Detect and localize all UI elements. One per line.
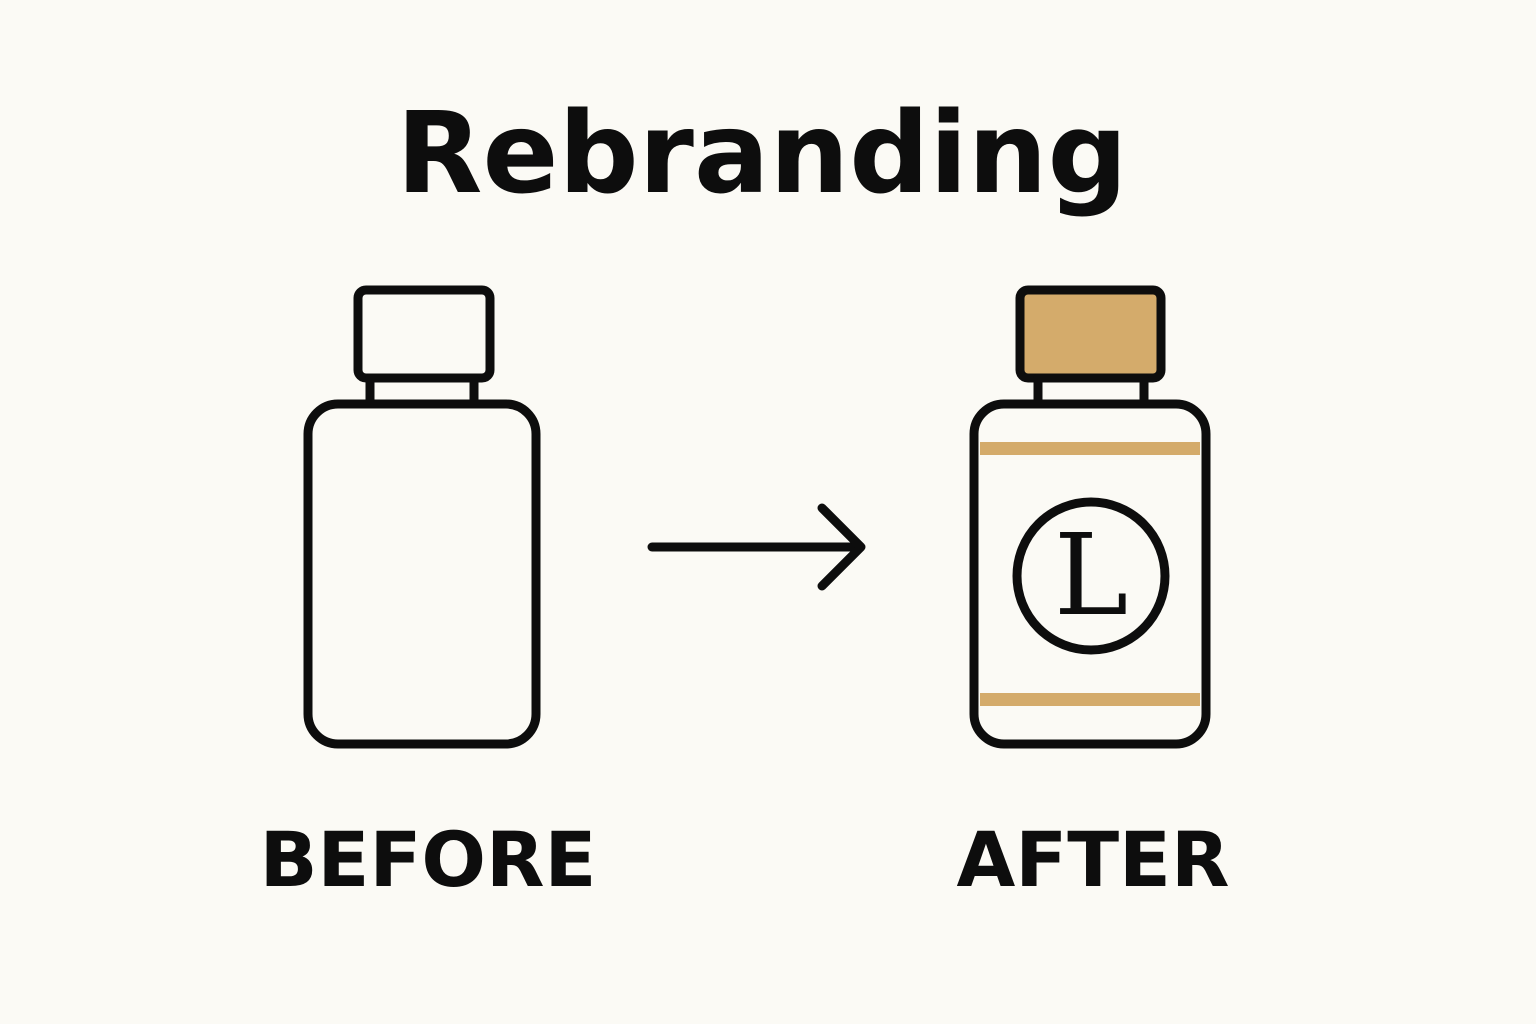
title: Rebranding	[396, 89, 1127, 219]
bottle-branded-icon: L	[969, 285, 1211, 749]
logo-circle-icon: L	[1012, 497, 1170, 655]
after-label: AFTER	[956, 815, 1229, 904]
label-stripe-top	[980, 442, 1200, 455]
logo-letter: L	[1054, 511, 1128, 641]
label-stripe-bottom	[980, 693, 1200, 706]
before-label: BEFORE	[260, 815, 597, 904]
bottle-plain-icon	[303, 285, 541, 749]
arrow-right-icon	[647, 503, 866, 591]
